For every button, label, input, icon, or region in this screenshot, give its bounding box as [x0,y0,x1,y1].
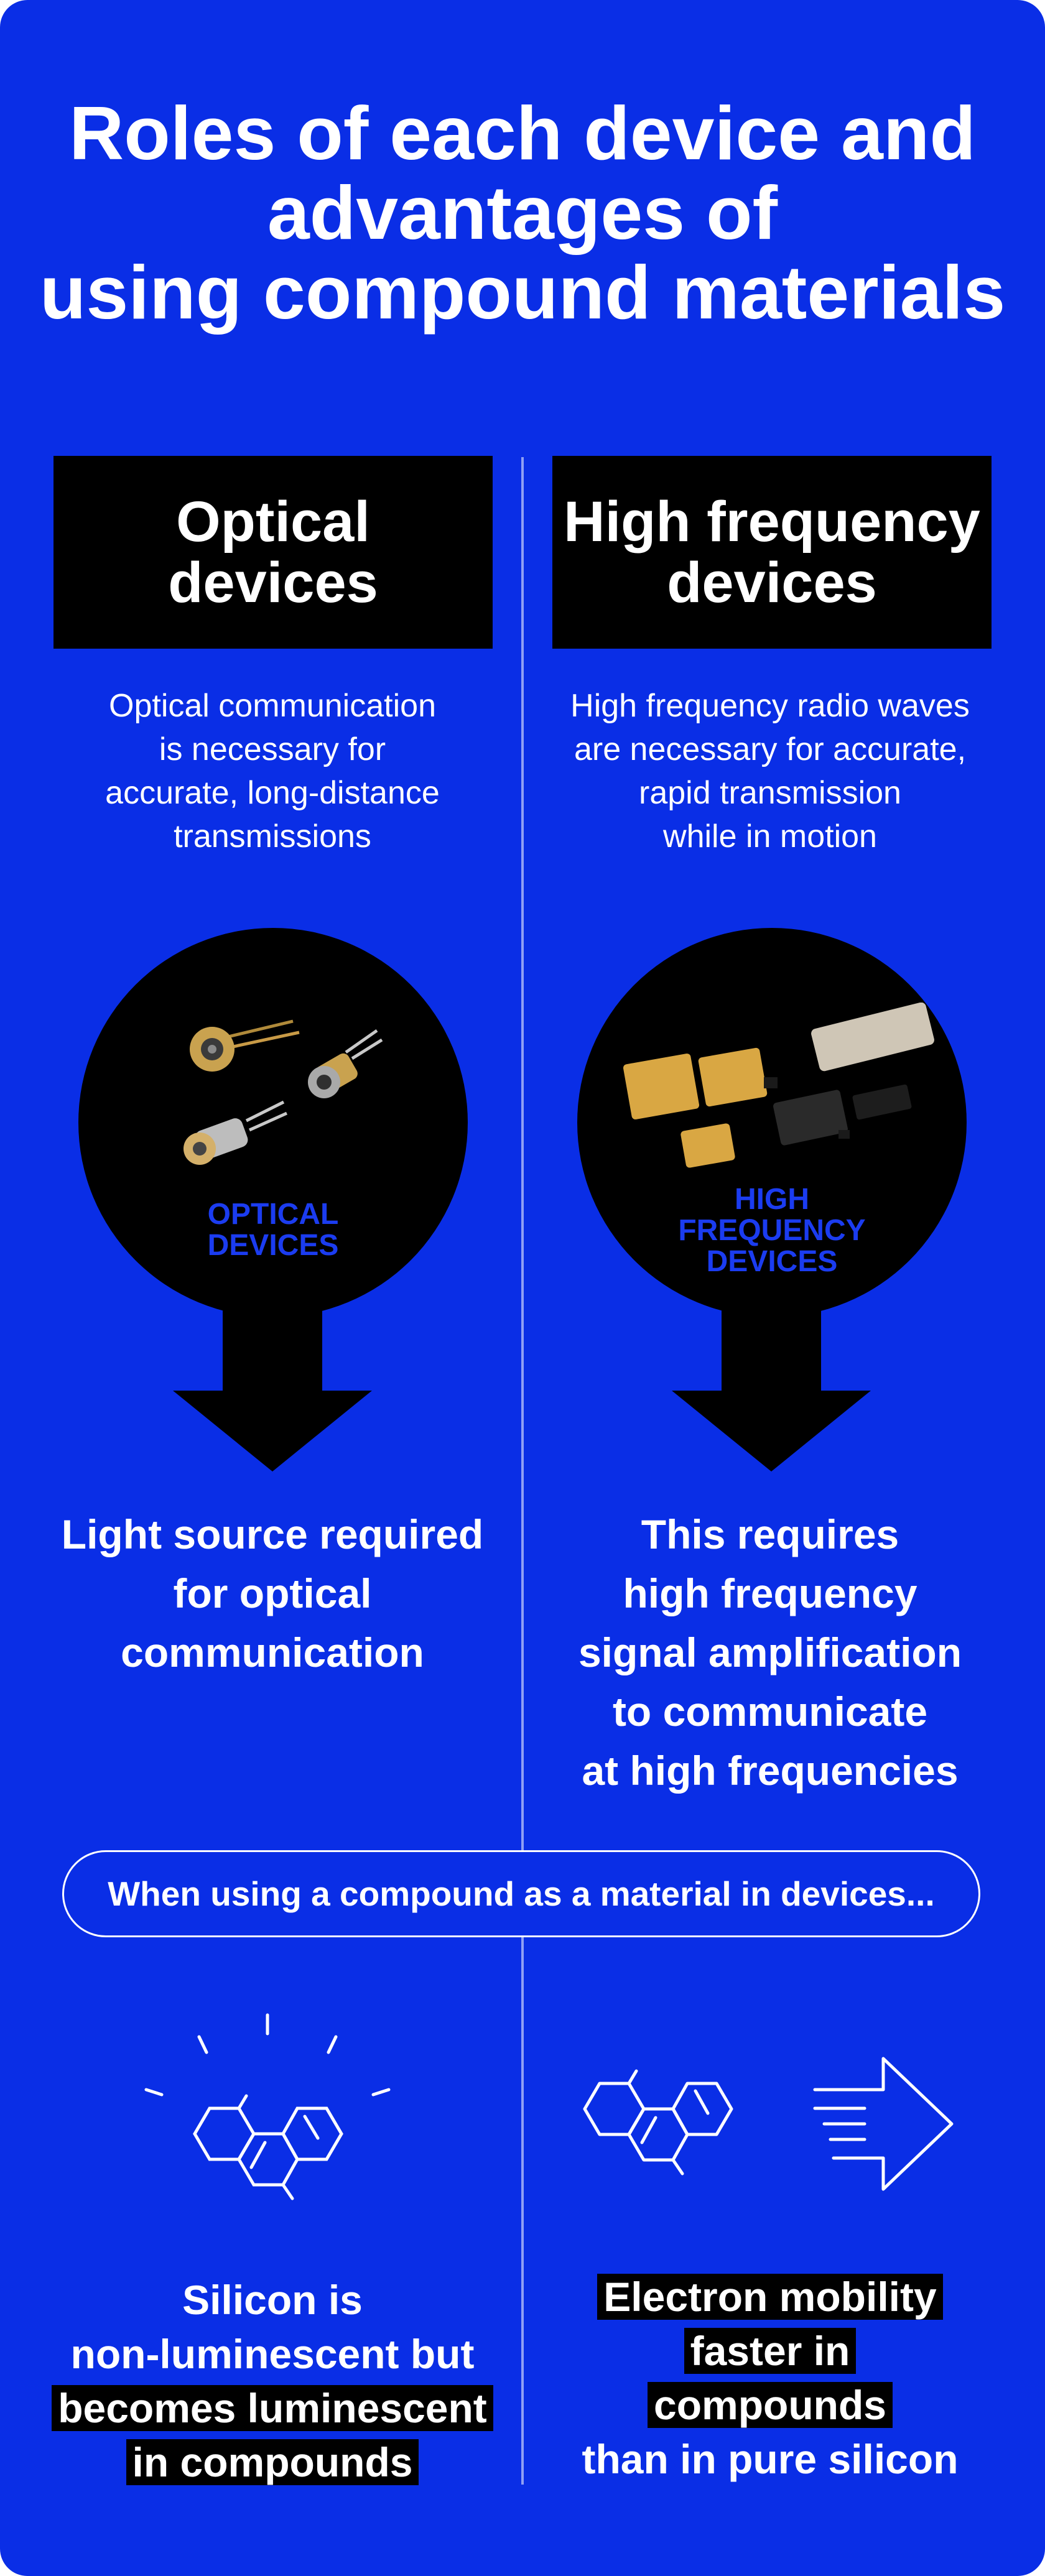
compound-banner: When using a compound as a material in d… [62,1850,980,1937]
high-frequency-devices-header: High frequency devices [552,456,992,649]
hexagon-molecule-speed-arrow-icon [583,2057,954,2191]
page-title: Roles of each device and advantages of u… [39,91,1006,335]
high-frequency-devices-label: HIGH FREQUENCY DEVICES [678,1183,866,1278]
high-frequency-result: This requires high frequency signal ampl… [578,1511,962,1794]
highlight: Electron mobility [597,2274,943,2320]
high-frequency-arrow-head [672,1391,871,1471]
optical-devices-label: OPTICAL DEVICES [207,1198,339,1262]
column-divider-bottom [521,1937,524,2485]
rf-module-photo-icon [623,1003,934,1168]
high-frequency-description: High frequency radio waves are necessary… [570,688,970,855]
optical-devices-image: OPTICAL DEVICES [78,928,468,1317]
highlight: faster in [684,2328,857,2374]
highlight: becomes luminescent [52,2385,493,2431]
optical-result: Light source required for optical commun… [61,1511,484,1675]
high-frequency-benefit: Electron mobility faster in compounds th… [582,2274,959,2482]
optical-description: Optical communication is necessary for a… [105,688,440,855]
highlight: compounds [648,2382,893,2428]
hexagon-molecule-glow-icon [144,2013,391,2200]
high-frequency-devices-image: HIGH FREQUENCY DEVICES [577,928,967,1317]
laser-diode-photo-icon [183,1019,383,1165]
highlight: in compounds [126,2439,419,2485]
optical-arrow-head [173,1391,372,1471]
optical-devices-header: Optical devices [53,456,493,649]
optical-benefit: Silicon is non-luminescent but becomes l… [17,2273,527,2490]
column-divider-top [521,457,524,1850]
